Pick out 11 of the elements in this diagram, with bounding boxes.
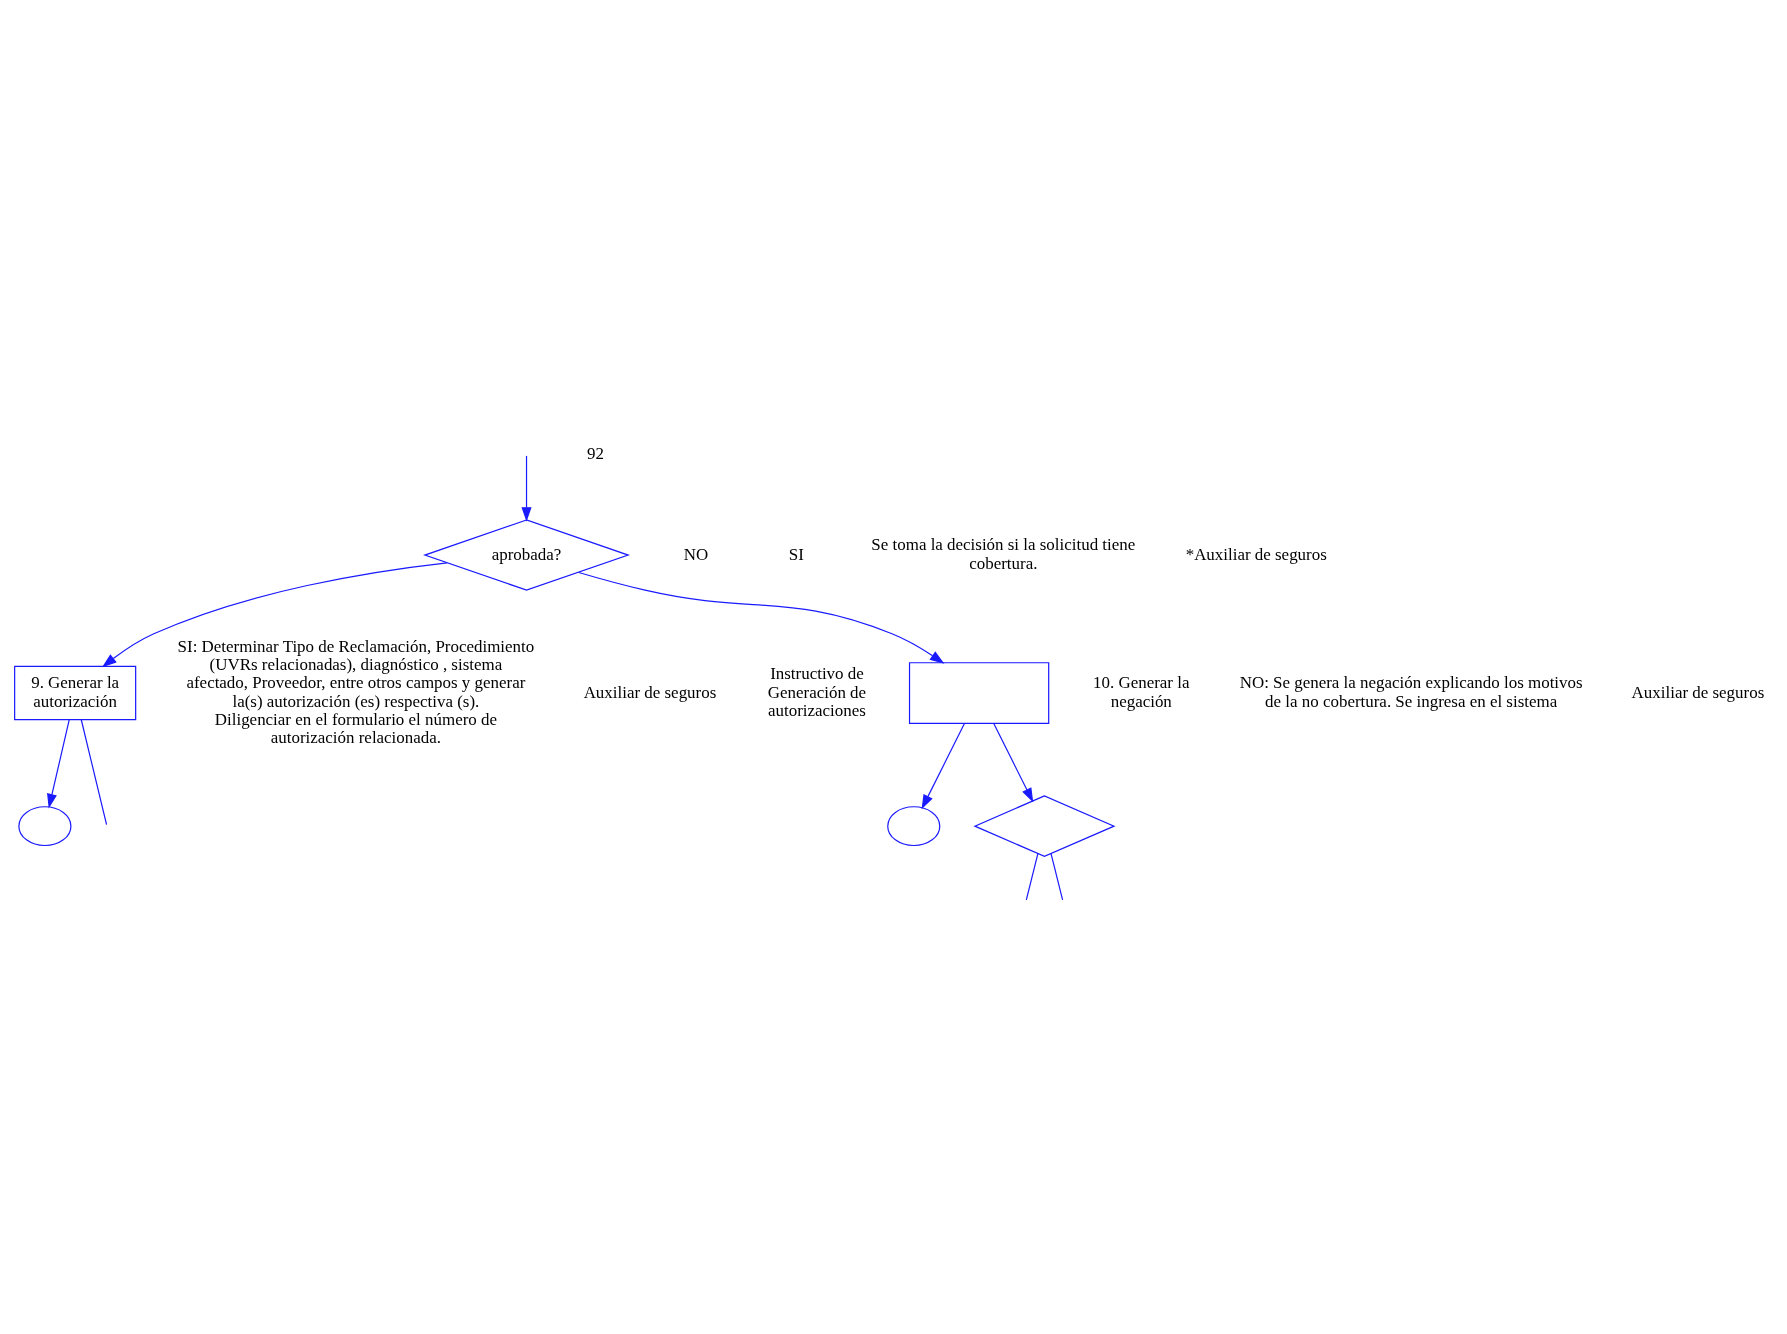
label: *Auxiliar de seguros	[1185, 544, 1327, 564]
label: Instructivo de Generación de autorizaciones	[767, 664, 867, 720]
label: Auxiliar de seguros	[583, 682, 717, 702]
label: Se toma la decisión si la solicitud tiene cobertura.	[871, 535, 1136, 573]
label: NO	[683, 544, 709, 564]
label: 10. Generar la negación	[1093, 673, 1190, 711]
label: 92	[587, 444, 604, 464]
label: NO: Se genera la negación explicando los motivos de la no cobertura. Se ingresa en el sistema	[1239, 673, 1583, 711]
label: Auxiliar de seguros	[1631, 682, 1765, 702]
label: SI: Determinar Tipo de Reclamación, Procedimiento (UVRs relacionadas), diagnóstico , sistema afectado, Proveedor, entre otros campos y generar la(s) autorización (es) respectiva (s). Diligenciar en el formulario el número de autorización relacionada.	[177, 637, 535, 747]
label: SI	[788, 544, 804, 564]
